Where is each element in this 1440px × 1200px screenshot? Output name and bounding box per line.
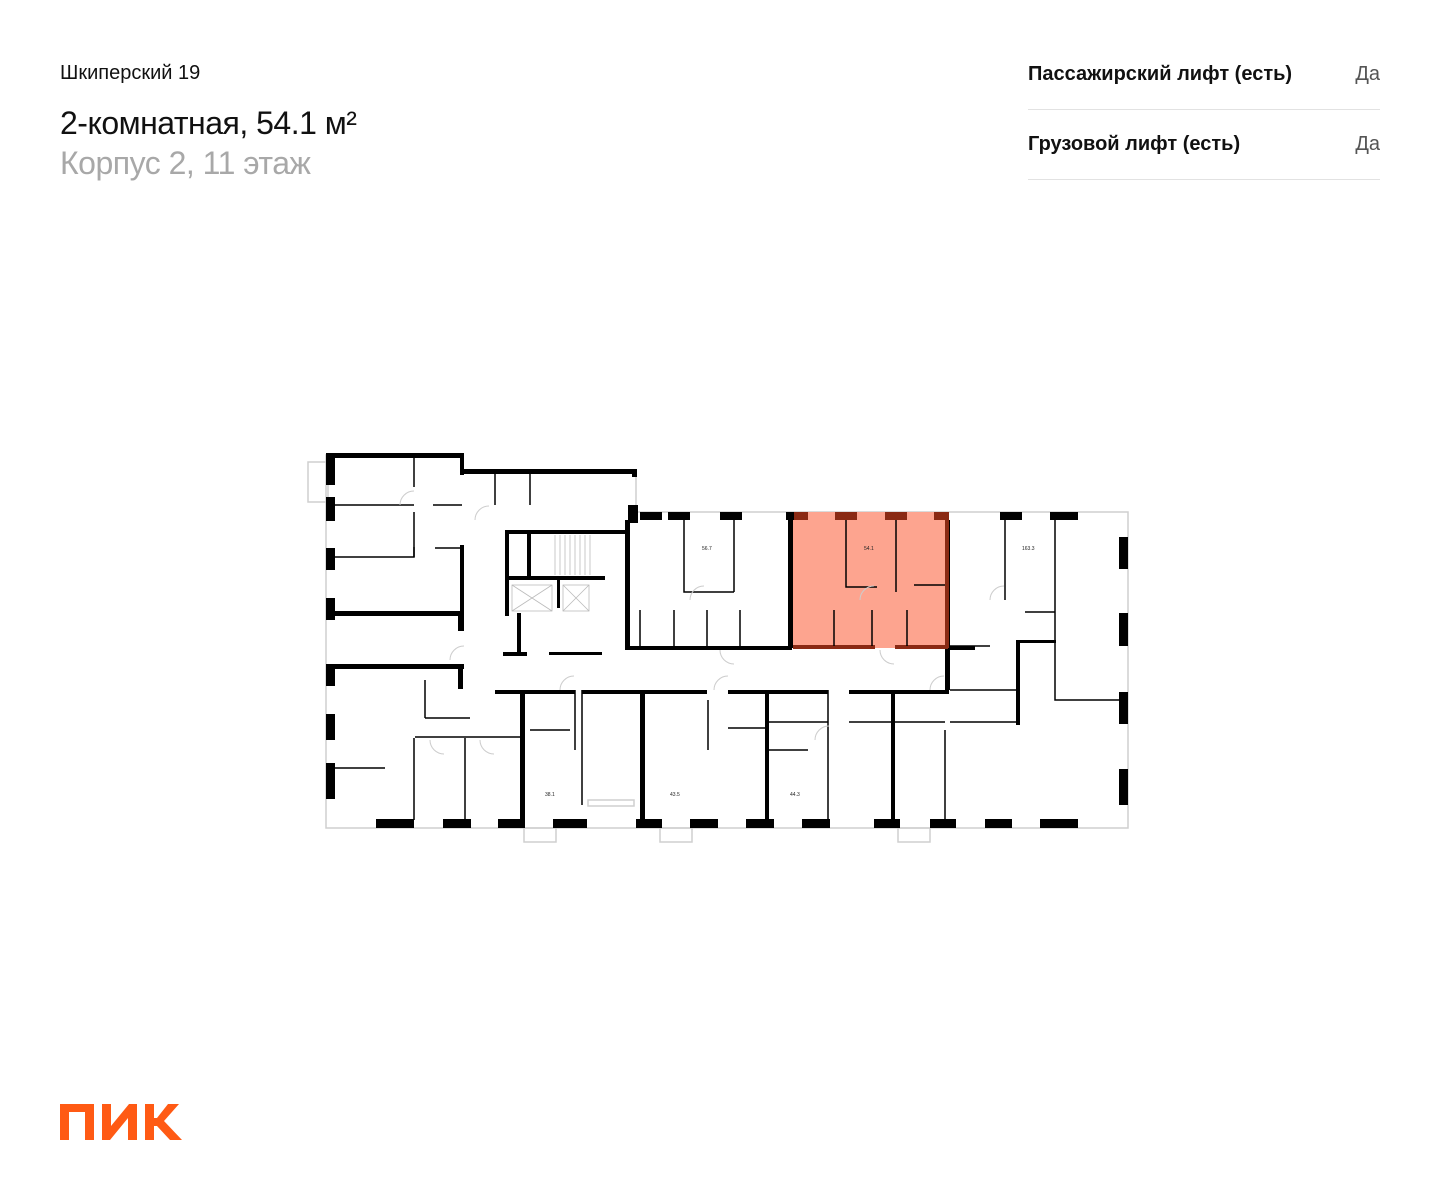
unit-area-label: 38.1 xyxy=(545,792,555,798)
apartment-title: 2-комнатная, 54.1 м² xyxy=(60,105,357,141)
property-label: Пассажирский лифт (есть) xyxy=(1028,63,1293,85)
property-passenger-lift: Пассажирский лифт (есть) Да xyxy=(1028,40,1380,110)
unit-area-label: 44.3 xyxy=(790,792,800,798)
unit-area-label: 163.3 xyxy=(1022,546,1035,552)
selected-apartment[interactable] xyxy=(793,512,949,648)
property-freight-lift: Грузовой лифт (есть) Да xyxy=(1028,110,1380,180)
property-value: Да xyxy=(1355,63,1380,85)
property-label: Грузовой лифт (есть) xyxy=(1028,133,1241,155)
properties-list: Пассажирский лифт (есть) Да Грузовой лиф… xyxy=(1028,40,1380,180)
unit-area-label: 54.1 xyxy=(864,546,874,552)
apartment-location: Корпус 2, 11 этаж xyxy=(60,145,311,181)
unit-area-label: 43.5 xyxy=(670,792,680,798)
property-value: Да xyxy=(1355,133,1380,155)
project-name: Шкиперский 19 xyxy=(60,62,201,84)
unit-area-label: 56.7 xyxy=(702,546,712,552)
floor-plan: 56.7 54.1 163.3 38.1 43.5 44.3 xyxy=(307,453,1129,843)
pik-logo xyxy=(60,1104,182,1140)
